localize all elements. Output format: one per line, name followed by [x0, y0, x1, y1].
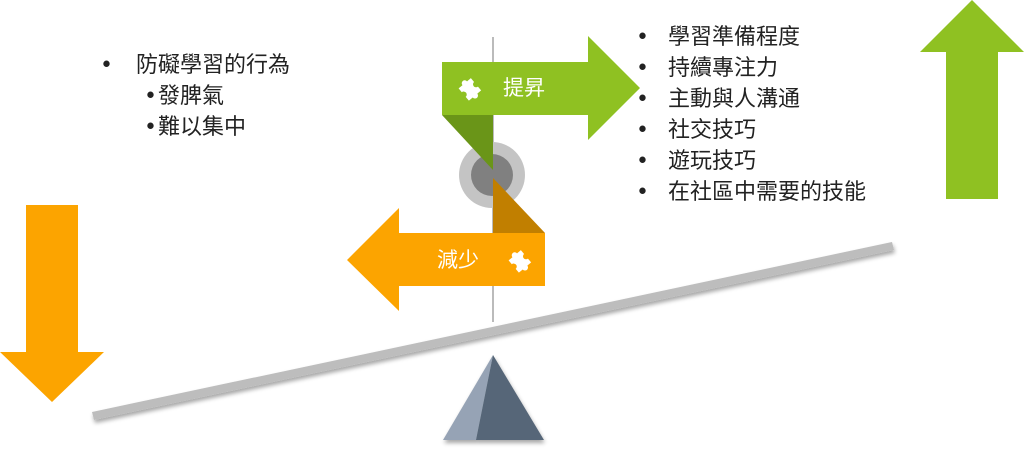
increase-arrow-fold: [442, 115, 493, 170]
decrease-puzzle-icon: [508, 250, 532, 273]
list-item: 持續專注力: [636, 53, 866, 84]
big-down-arrow: [0, 205, 104, 402]
decrease-arrow: [347, 208, 545, 311]
fulcrum: [443, 355, 544, 440]
decrease-label: 減少: [437, 248, 479, 272]
list-item: 主動與人溝通: [636, 84, 866, 115]
seesaw-beam: [92, 242, 894, 420]
list-heading: 防礙學習的行為: [100, 50, 290, 81]
barrier-behaviors-list: 防礙學習的行為 發脾氣 難以集中: [100, 50, 290, 143]
increase-arrow: [442, 36, 640, 140]
list-item: 在社區中需要的技能: [636, 177, 866, 208]
list-item: 社交技巧: [636, 115, 866, 146]
big-up-arrow: [920, 0, 1024, 199]
skills-list: 學習準備程度 持續專注力 主動與人溝通 社交技巧 遊玩技巧 在社區中需要的技能: [636, 22, 866, 208]
increase-puzzle-icon: [458, 78, 482, 101]
list-item: 遊玩技巧: [636, 146, 866, 177]
increase-label: 提昇: [503, 76, 545, 100]
pivot-inner-disc: [471, 154, 513, 196]
list-item: 學習準備程度: [636, 22, 866, 53]
list-item: 難以集中: [100, 112, 290, 143]
decrease-arrow-fold: [493, 178, 545, 233]
list-item: 發脾氣: [100, 81, 290, 112]
